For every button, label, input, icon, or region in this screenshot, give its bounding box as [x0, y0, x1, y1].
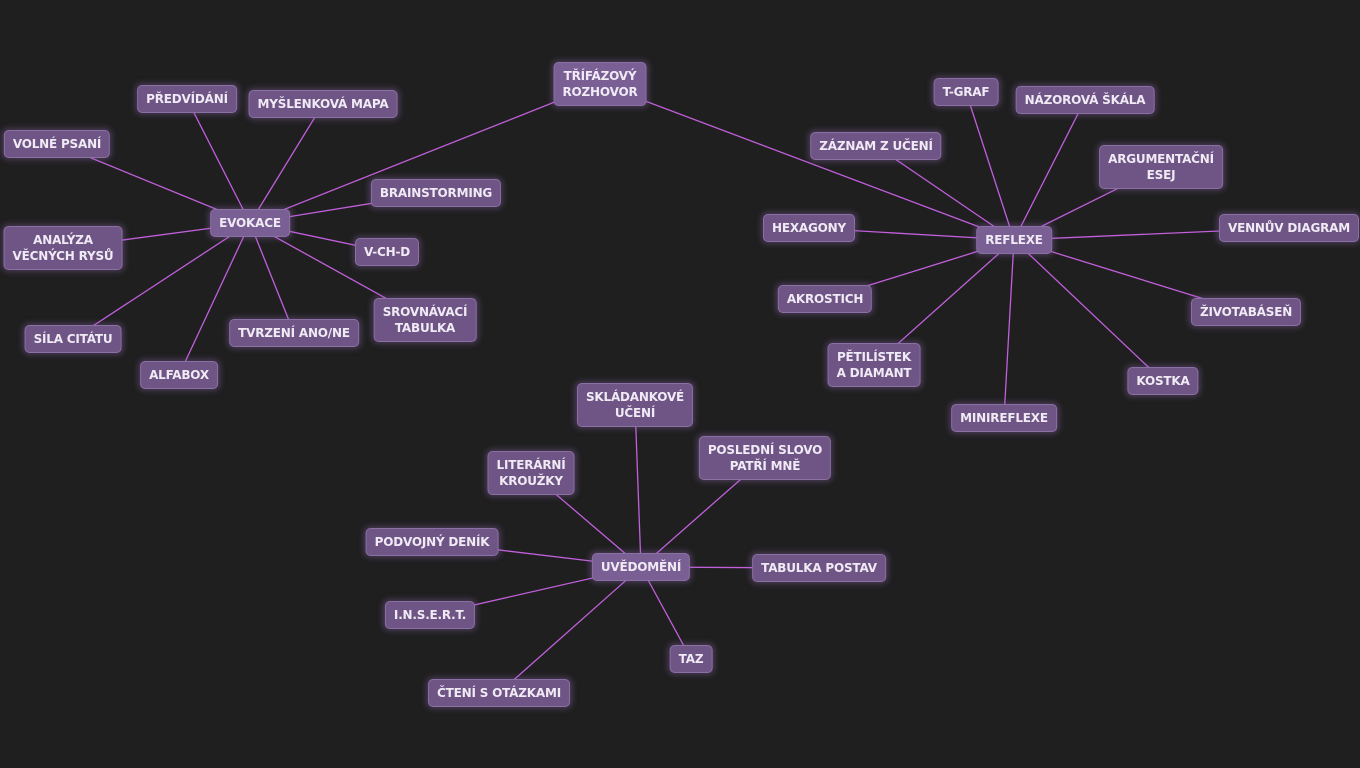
node-zivotabasen[interactable]: ŽIVOTABÁSEŇ [1190, 298, 1302, 326]
node-srovnavaci-tabulka[interactable]: SROVNÁVACÍ TABULKA [373, 298, 477, 342]
node-uvedomeni[interactable]: UVĚDOMĚNÍ [591, 553, 691, 581]
node-minireflexe[interactable]: MINIREFLEXE [951, 404, 1057, 432]
node-vennuv-diagram[interactable]: VENNŮV DIAGRAM [1218, 214, 1360, 242]
edge-reflexe-zaznam-z-uceni [875, 145, 1015, 241]
node-evokace[interactable]: EVOKACE [210, 209, 290, 237]
node-podvojny-denik[interactable]: PODVOJNÝ DENÍK [365, 528, 499, 556]
edge-evokace-sila-citatu [72, 222, 251, 340]
edge-reflexe-kostka [1013, 239, 1164, 382]
node-reflexe[interactable]: REFLEXE [976, 226, 1052, 254]
edge-uvedomeni-cteni-otazky [498, 566, 642, 694]
node-petilistek-a-diamant[interactable]: PĚTILÍSTEK A DIAMANT [827, 343, 921, 387]
node-kostka[interactable]: KOSTKA [1127, 367, 1199, 395]
node-akrostich[interactable]: AKROSTICH [777, 285, 873, 313]
node-brainstorming[interactable]: BRAINSTORMING [370, 179, 502, 207]
node-v-ch-d[interactable]: V-CH-D [355, 238, 419, 266]
node-cteni-s-otazkami[interactable]: ČTENÍ S OTÁZKAMI [428, 679, 570, 707]
edge-reflexe-minireflexe [1003, 239, 1015, 419]
node-myslenkova-mapa[interactable]: MYŠLENKOVÁ MAPA [248, 90, 398, 118]
node-t-graf[interactable]: T-GRAF [933, 78, 999, 106]
node-nazorova-skala[interactable]: NÁZOROVÁ ŠKÁLA [1015, 86, 1155, 114]
node-argumentacni-esej[interactable]: ARGUMENTAČNÍ ESEJ [1099, 145, 1223, 189]
node-analyza-vecnych-rysu[interactable]: ANALÝZA VĚCNÝCH RYSŮ [3, 226, 123, 270]
node-predvidani[interactable]: PŘEDVÍDÁNÍ [137, 85, 237, 113]
node-alfabox[interactable]: ALFABOX [140, 361, 218, 389]
node-insert[interactable]: I.N.S.E.R.T. [384, 601, 476, 629]
edge-reflexe-nazorova-skala [1013, 99, 1086, 241]
edge-evokace-tvrzeni [249, 222, 295, 334]
edge-root-evokace [249, 83, 601, 224]
edge-evokace-myslenkova-mapa [249, 103, 324, 224]
node-skladankove-uceni[interactable]: SKLÁDANKOVÉ UČENÍ [576, 383, 694, 427]
edge-root-reflexe [599, 83, 1015, 241]
edge-uvedomeni-taz [640, 566, 692, 660]
node-tvrzeni-ano-ne[interactable]: TVRZENÍ ANO/NE [229, 319, 359, 347]
edge-evokace-alfabox [178, 222, 251, 376]
node-zaznam-z-uceni[interactable]: ZÁZNAM Z UČENÍ [810, 132, 942, 160]
node-trifazovy-rozhovor[interactable]: TŘÍFÁZOVÝ ROZHOVOR [553, 62, 647, 106]
node-taz[interactable]: TAZ [669, 645, 713, 673]
node-sila-citatu[interactable]: SÍLA CITÁTU [24, 325, 122, 353]
node-posledni-slovo-patri-mne[interactable]: POSLEDNÍ SLOVO PATŘÍ MNĚ [698, 436, 832, 480]
node-literarni-krouzky[interactable]: LITERÁRNÍ KROUŽKY [487, 451, 575, 495]
node-hexagony[interactable]: HEXAGONY [763, 214, 855, 242]
edge-reflexe-t-graf [965, 91, 1015, 241]
edge-uvedomeni-skladankove [634, 404, 642, 568]
node-volne-psani[interactable]: VOLNÉ PSANÍ [3, 130, 111, 158]
edge-evokace-predvidani [186, 98, 251, 224]
node-tabulka-postav[interactable]: TABULKA POSTAV [752, 554, 886, 582]
